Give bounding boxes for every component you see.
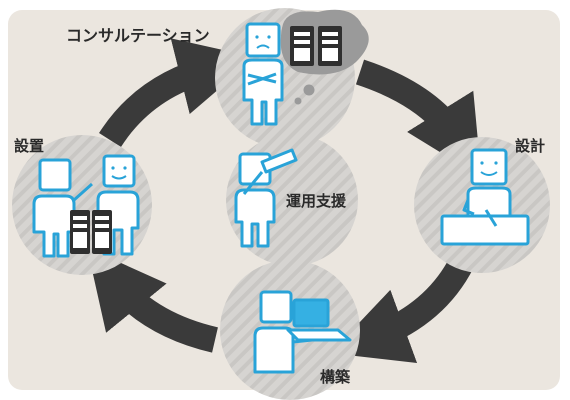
stage-label-design: 設計 <box>515 137 546 155</box>
stage-label-installation: 設置 <box>14 137 45 155</box>
arrow-consult-to-design <box>355 59 482 178</box>
worried-person-icon <box>242 22 284 126</box>
installation-illustration <box>32 154 140 258</box>
server-icon <box>290 26 342 66</box>
arrow-build-to-install <box>87 247 219 353</box>
stage-label-build: 構築 <box>320 368 351 386</box>
server-icon <box>70 210 112 254</box>
consultation-illustration <box>242 9 369 126</box>
stage-label-consultation: コンサルテーション <box>66 26 210 45</box>
arrow-design-to-build <box>330 255 474 364</box>
build-illustration <box>253 290 352 374</box>
design-illustration <box>440 148 530 246</box>
operation-illustration <box>234 148 298 248</box>
arrow-install-to-consult <box>99 38 256 148</box>
center-label-operation: 運用支援 <box>286 192 347 210</box>
